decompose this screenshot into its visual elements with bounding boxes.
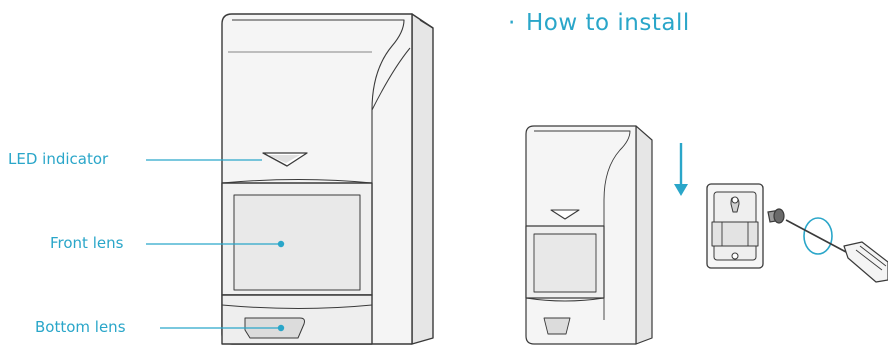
rotate-icon [804,218,832,254]
title-bullet: · [508,10,526,36]
screw-icon [768,209,784,223]
label-front-lens: Front lens [50,234,123,252]
wall-bracket [707,184,763,268]
callout-dot-front [278,241,284,247]
section-title: ·How to install [508,10,690,36]
label-led-indicator: LED indicator [8,150,108,168]
motion-sensor-large [222,14,433,344]
down-arrow-icon [674,143,688,196]
callout-dot-bottom [278,325,284,331]
motion-sensor-small [526,126,652,344]
screwdriver-icon [786,220,888,282]
title-text: How to install [526,10,690,36]
label-bottom-lens: Bottom lens [35,318,126,336]
